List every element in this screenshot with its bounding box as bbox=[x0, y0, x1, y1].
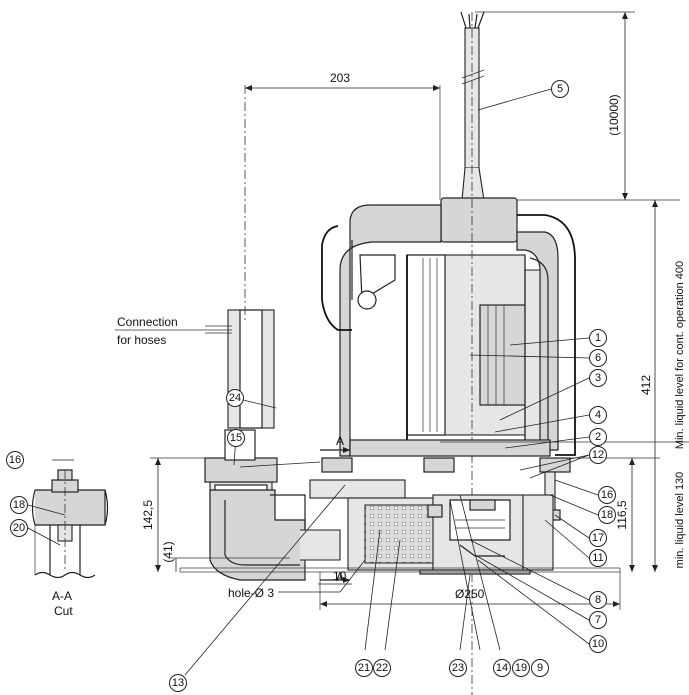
for-hoses-label: for hoses bbox=[117, 333, 166, 347]
callout-15: 15 bbox=[227, 429, 245, 447]
svg-text:11: 11 bbox=[592, 552, 603, 564]
callout-16: 16 bbox=[598, 486, 616, 504]
callout-6: 6 bbox=[589, 349, 607, 367]
cable-cap bbox=[440, 197, 518, 243]
svg-text:6: 6 bbox=[595, 352, 601, 364]
section-mark-top: A bbox=[336, 434, 344, 448]
callout-24: 24 bbox=[226, 389, 244, 407]
callout-14: 14 bbox=[493, 659, 511, 677]
svg-text:24: 24 bbox=[229, 392, 241, 404]
dim-142-5: 142,5 bbox=[141, 500, 155, 530]
callouts: 5 1 6 3 4 2 12 16 18 17 11 8 7 10 9 19 1… bbox=[6, 80, 616, 692]
section-aa-detail bbox=[31, 469, 109, 579]
callout-5: 5 bbox=[551, 80, 569, 98]
callout-22: 22 bbox=[373, 659, 391, 677]
svg-text:3: 3 bbox=[595, 372, 601, 384]
callout-19: 19 bbox=[512, 659, 530, 677]
svg-text:7: 7 bbox=[595, 614, 601, 626]
dim-116-5: 116,5 bbox=[615, 500, 629, 529]
callout-10: 10 bbox=[589, 635, 607, 653]
callout-16-section: 16 bbox=[6, 451, 24, 469]
dimension-lines bbox=[115, 11, 689, 610]
base-plate bbox=[179, 567, 621, 573]
svg-text:21: 21 bbox=[358, 662, 370, 674]
callout-9: 9 bbox=[531, 659, 549, 677]
callout-1: 1 bbox=[589, 329, 607, 347]
dim-10000: (10000) bbox=[607, 94, 621, 135]
dim-41: (41) bbox=[161, 541, 175, 562]
pump-lower bbox=[347, 494, 554, 575]
svg-text:10: 10 bbox=[592, 638, 604, 650]
svg-text:16: 16 bbox=[9, 454, 21, 466]
callout-21: 21 bbox=[355, 659, 373, 677]
callout-8: 8 bbox=[589, 591, 607, 609]
text-labels: Connection for hoses hole-Ø 3 A-A Cut A … bbox=[52, 71, 686, 618]
callout-12: 12 bbox=[589, 446, 607, 464]
callout-3: 3 bbox=[589, 369, 607, 387]
dim-10: 10 bbox=[333, 569, 347, 583]
svg-text:20: 20 bbox=[13, 522, 25, 534]
svg-text:1: 1 bbox=[595, 332, 601, 344]
callout-2: 2 bbox=[589, 428, 607, 446]
callout-18: 18 bbox=[598, 506, 616, 524]
svg-text:8: 8 bbox=[595, 594, 601, 606]
section-aa-title: A-A bbox=[52, 589, 72, 603]
svg-text:19: 19 bbox=[515, 662, 527, 674]
callout-17: 17 bbox=[589, 529, 607, 547]
svg-text:5: 5 bbox=[557, 83, 563, 95]
svg-text:23: 23 bbox=[452, 662, 464, 674]
svg-text:12: 12 bbox=[592, 449, 604, 461]
svg-text:14: 14 bbox=[496, 662, 508, 674]
svg-text:17: 17 bbox=[592, 532, 604, 544]
svg-text:9: 9 bbox=[537, 662, 543, 674]
dim-412: 412 bbox=[639, 375, 653, 395]
svg-text:2: 2 bbox=[595, 431, 601, 443]
callout-20-section: 20 bbox=[10, 519, 28, 537]
callout-13: 13 bbox=[169, 674, 187, 692]
callout-23: 23 bbox=[449, 659, 467, 677]
pump-housing bbox=[309, 12, 576, 695]
callout-11: 11 bbox=[589, 549, 607, 567]
svg-text:15: 15 bbox=[230, 432, 242, 444]
min-level-400-label: Min. liquid level for cont. operation 40… bbox=[674, 261, 686, 449]
callout-18-section: 18 bbox=[10, 496, 28, 514]
callout-7: 7 bbox=[589, 611, 607, 629]
hole-label: hole-Ø 3 bbox=[228, 586, 274, 600]
svg-text:13: 13 bbox=[172, 677, 184, 689]
svg-text:18: 18 bbox=[601, 509, 613, 521]
dim-203: 203 bbox=[330, 71, 350, 85]
section-mark-bottom: A bbox=[336, 570, 344, 584]
hose-connection bbox=[204, 309, 341, 581]
connection-label: Connection bbox=[117, 315, 178, 329]
strainer bbox=[364, 504, 434, 564]
cable bbox=[460, 11, 485, 201]
svg-text:16: 16 bbox=[601, 489, 613, 501]
section-cut-label: Cut bbox=[54, 604, 73, 618]
svg-text:4: 4 bbox=[595, 409, 601, 421]
dim-250: Ø250 bbox=[455, 587, 485, 601]
svg-text:22: 22 bbox=[376, 662, 388, 674]
svg-text:18: 18 bbox=[13, 499, 25, 511]
min-level-130-label: min. liquid level 130 bbox=[674, 472, 686, 569]
callout-4: 4 bbox=[589, 406, 607, 424]
